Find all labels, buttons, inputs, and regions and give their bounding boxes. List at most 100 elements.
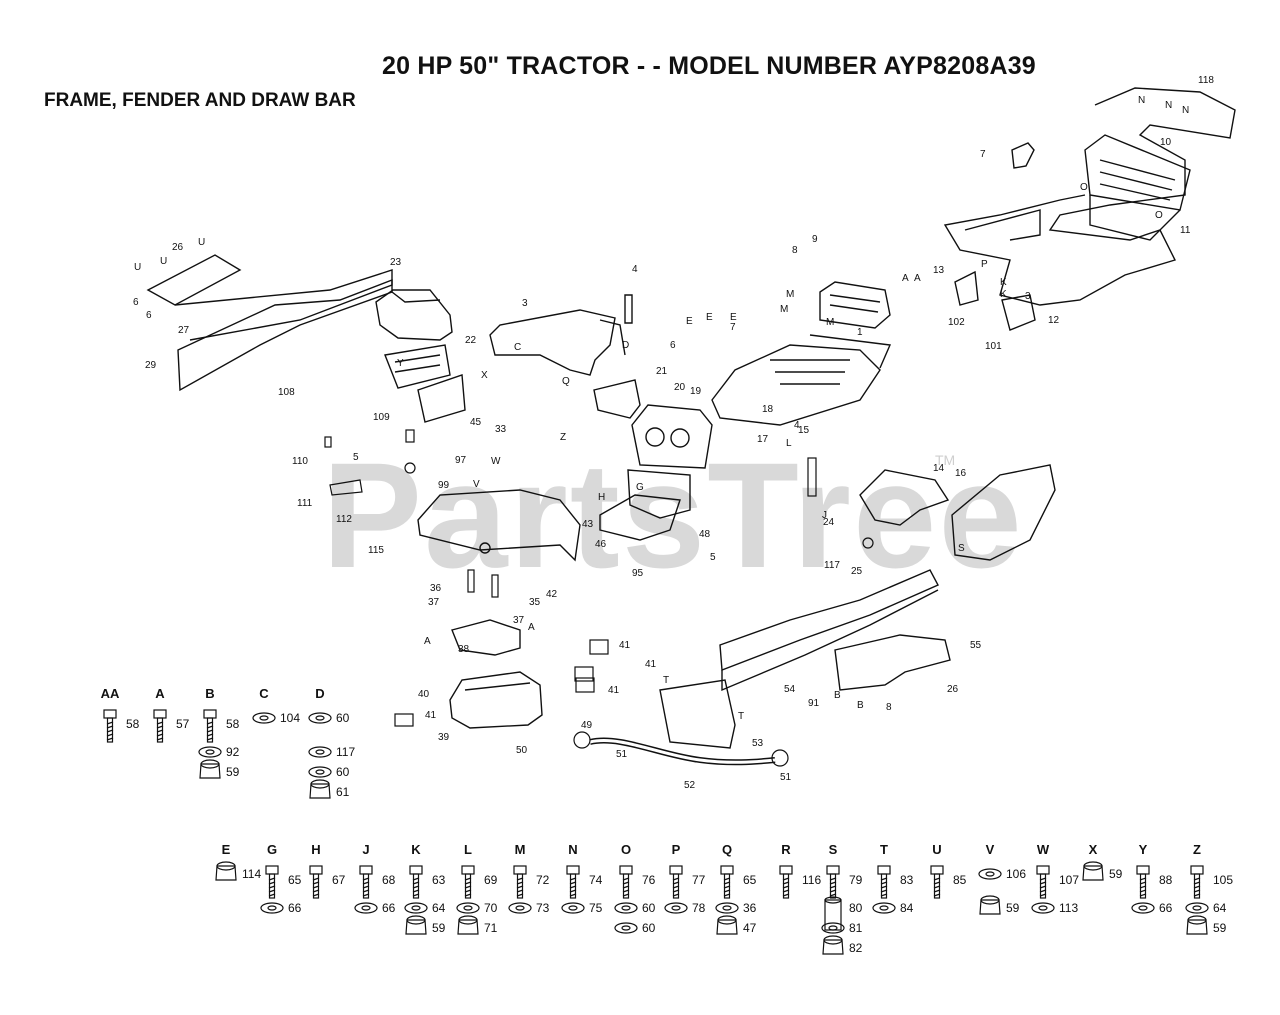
callout-label: 5	[710, 552, 716, 563]
callout-label: 52	[684, 780, 696, 791]
hitch-plate	[1084, 134, 1191, 241]
hardware-part-icon	[457, 915, 479, 935]
hardware-part-number: 60	[336, 765, 350, 779]
callout-label: Q	[562, 376, 570, 387]
callout-label: 108	[278, 387, 295, 398]
callout-label: 3	[1025, 291, 1031, 302]
hardware-part-number: 104	[280, 711, 300, 725]
hardware-part-number: 80	[849, 901, 863, 915]
callout-label: 5	[353, 452, 359, 463]
hardware-part-number: 66	[288, 901, 302, 915]
small-fasteners	[324, 429, 874, 767]
hardware-part-icon	[1036, 865, 1050, 899]
callout-label: 110	[292, 456, 308, 467]
callout-label: E	[730, 312, 737, 323]
hardware-part-icon	[252, 712, 276, 724]
hardware-part-icon	[1136, 865, 1150, 899]
hardware-part-number: 65	[288, 873, 302, 887]
hardware-part-number: 57	[176, 717, 190, 731]
hardware-part-icon	[1190, 865, 1204, 899]
callout-label: N	[1182, 105, 1189, 116]
hardware-part-icon	[199, 759, 221, 779]
hardware-part-number: 78	[692, 901, 706, 915]
hardware-letter: O	[621, 842, 631, 857]
hardware-part-number: 85	[953, 873, 967, 887]
hardware-letter: N	[568, 842, 577, 857]
hardware-part-icon	[215, 861, 237, 881]
hardware-part-icon	[872, 902, 896, 914]
support-bracket	[451, 619, 521, 656]
hardware-part-icon	[561, 902, 585, 914]
callout-label: 3	[522, 298, 528, 309]
callout-label: U	[160, 256, 167, 267]
callout-label: 118	[1198, 75, 1214, 86]
hardware-part-number: 76	[642, 873, 656, 887]
callout-label: 11	[1180, 225, 1191, 236]
hardware-part-number: 63	[432, 873, 446, 887]
hardware-part-number: 65	[743, 873, 757, 887]
callout-label: 4	[632, 264, 638, 275]
hardware-part-icon	[930, 865, 944, 899]
hardware-legend: AA58A57B589259C104D601176061E114G6566H67…	[101, 686, 1234, 955]
callout-label: B	[834, 690, 841, 701]
callout-label: 18	[762, 404, 774, 415]
hardware-part-icon	[354, 902, 378, 914]
hardware-part-number: 75	[589, 901, 603, 915]
hardware-part-icon	[508, 902, 532, 914]
hardware-part-icon	[824, 896, 842, 931]
callout-label: 55	[970, 640, 982, 651]
callout-label: 33	[495, 424, 507, 435]
hardware-letter: K	[411, 842, 421, 857]
hardware-letter: J	[362, 842, 369, 857]
hardware-part-icon	[664, 902, 688, 914]
hardware-letter: Z	[1193, 842, 1201, 857]
section-title: FRAME, FENDER AND DRAW BAR	[44, 90, 356, 111]
hardware-part-number: 113	[1059, 901, 1078, 915]
hardware-part-number: 59	[1006, 901, 1020, 915]
callout-label: 99	[438, 480, 450, 491]
callout-label: M	[786, 289, 794, 300]
rear-body	[417, 489, 581, 562]
callout-label: 13	[933, 265, 945, 276]
hardware-part-icon	[359, 865, 373, 899]
watermark-trademark: TM	[935, 452, 956, 468]
hardware-part-icon	[309, 865, 323, 899]
hardware-part-number: 58	[126, 717, 140, 731]
callout-label: 49	[581, 720, 593, 731]
hardware-letter: W	[1037, 842, 1050, 857]
callout-label: W	[491, 456, 501, 467]
draw-bar-outline	[943, 87, 1236, 306]
callout-label: 9	[812, 234, 818, 245]
hardware-letter: E	[222, 842, 231, 857]
side-bracket-right	[1001, 294, 1036, 331]
callout-label: G	[636, 482, 644, 493]
callout-label: 6	[133, 297, 139, 308]
hardware-part-number: 77	[692, 873, 706, 887]
callout-label: 6	[146, 310, 152, 321]
hardware-part-number: 117	[336, 745, 355, 759]
callout-label: 16	[955, 468, 967, 479]
callout-label: 21	[656, 366, 668, 377]
hardware-part-number: 66	[1159, 901, 1173, 915]
drawbar-bracket	[859, 469, 950, 526]
hardware-part-number: 72	[536, 873, 550, 887]
hardware-part-icon	[308, 746, 332, 758]
callout-label: 38	[458, 644, 470, 655]
callout-label: 23	[390, 257, 402, 268]
hardware-part-number: 67	[332, 873, 346, 887]
callout-label: J	[822, 510, 827, 521]
hardware-part-number: 88	[1159, 873, 1173, 887]
hood	[711, 334, 892, 426]
hardware-letter: D	[315, 686, 324, 701]
callout-label: 51	[616, 749, 628, 760]
callout-label: P	[981, 259, 988, 270]
callout-label: Y	[397, 358, 404, 369]
hardware-part-number: 105	[1213, 873, 1233, 887]
callout-label: 29	[145, 360, 157, 371]
hardware-part-number: 69	[484, 873, 498, 887]
callout-label: 26	[947, 684, 959, 695]
hardware-part-number: 60	[336, 711, 350, 725]
hardware-part-icon	[877, 865, 891, 899]
callout-label: 12	[1048, 315, 1060, 326]
